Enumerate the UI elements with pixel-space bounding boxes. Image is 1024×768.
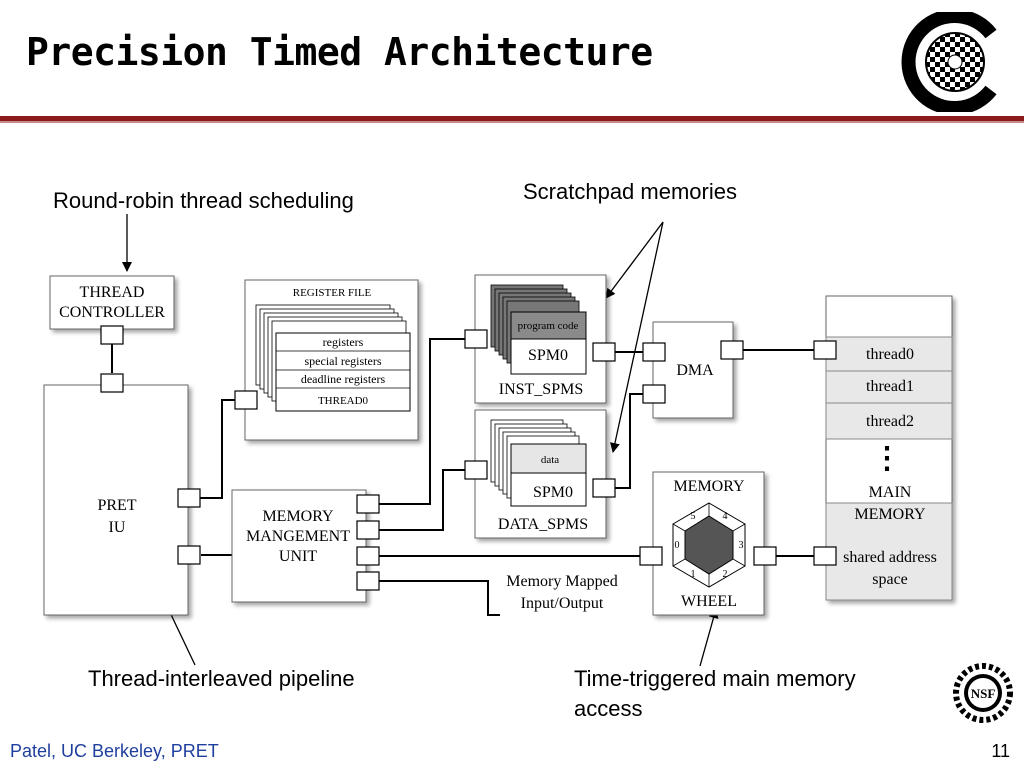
register-file-block: REGISTER FILE registers special register… bbox=[234, 279, 419, 441]
main-memory-block: thread0 thread1 thread2 ⋮ MAIN MEMORY sh… bbox=[813, 295, 953, 601]
svg-text:1: 1 bbox=[691, 569, 696, 580]
svg-text:thread1: thread1 bbox=[866, 378, 914, 395]
svg-text:MEMORY: MEMORY bbox=[262, 508, 334, 525]
svg-text:2: 2 bbox=[723, 569, 728, 580]
inst-spms-block: program code SPM0 INST_SPMS bbox=[464, 274, 616, 404]
svg-text:thread2: thread2 bbox=[866, 413, 914, 430]
svg-text:MANGEMENT: MANGEMENT bbox=[246, 528, 350, 545]
svg-text:Input/Output: Input/Output bbox=[521, 595, 604, 612]
svg-text:THREAD0: THREAD0 bbox=[318, 395, 369, 407]
svg-text:DMA: DMA bbox=[676, 362, 714, 379]
svg-text:INST_SPMS: INST_SPMS bbox=[499, 381, 583, 398]
svg-text:⋮: ⋮ bbox=[872, 442, 902, 475]
svg-text:5: 5 bbox=[691, 511, 696, 522]
svg-text:shared address: shared address bbox=[843, 549, 937, 566]
svg-text:0: 0 bbox=[675, 540, 680, 551]
title-divider-accent bbox=[0, 121, 1024, 123]
svg-text:THREAD: THREAD bbox=[80, 284, 145, 301]
footer-author: Patel, UC Berkeley, PRET bbox=[10, 741, 219, 761]
svg-text:4: 4 bbox=[723, 511, 728, 522]
callout-pipeline: Thread-interleaved pipeline bbox=[88, 666, 355, 691]
memory-wheel-block: MEMORY 0 1 2 3 4 5 WHEEL bbox=[639, 471, 777, 616]
dma-block: DMA bbox=[642, 321, 744, 419]
svg-text:space: space bbox=[872, 571, 908, 588]
svg-text:IU: IU bbox=[109, 519, 126, 536]
svg-text:UNIT: UNIT bbox=[279, 548, 317, 565]
nsf-logo-icon: NSF bbox=[953, 663, 1013, 723]
svg-text:MEMORY: MEMORY bbox=[673, 478, 745, 495]
svg-text:registers: registers bbox=[323, 335, 364, 349]
svg-text:MEMORY: MEMORY bbox=[854, 506, 926, 523]
pret-iu-block: PRET IU bbox=[43, 373, 201, 616]
svg-text:data: data bbox=[541, 454, 559, 466]
svg-text:deadline registers: deadline registers bbox=[301, 372, 386, 386]
memory-mapped-io-label: Memory Mapped Input/Output bbox=[506, 573, 618, 612]
svg-text:SPM0: SPM0 bbox=[528, 347, 568, 364]
callout-arrows bbox=[122, 214, 719, 667]
svg-text:SPM0: SPM0 bbox=[533, 484, 573, 501]
memory-management-unit-block: MEMORY MANGEMENT UNIT bbox=[231, 489, 380, 603]
connection-lines bbox=[111, 336, 814, 616]
page-number: 11 bbox=[991, 741, 1010, 761]
svg-text:PRET: PRET bbox=[97, 497, 136, 514]
callout-round-robin: Round-robin thread scheduling bbox=[53, 188, 354, 213]
svg-text:special registers: special registers bbox=[305, 354, 382, 368]
slide-title: Precision Timed Architecture bbox=[26, 30, 653, 74]
svg-text:Memory Mapped: Memory Mapped bbox=[506, 573, 618, 590]
svg-text:CONTROLLER: CONTROLLER bbox=[59, 304, 165, 321]
svg-text:program code: program code bbox=[518, 320, 579, 332]
data-spms-block: data SPM0 DATA_SPMS bbox=[464, 409, 616, 539]
title-divider bbox=[0, 116, 1024, 121]
callout-scratchpad: Scratchpad memories bbox=[523, 179, 737, 204]
svg-text:thread0: thread0 bbox=[866, 346, 914, 363]
berkeley-logo-icon bbox=[901, 12, 997, 112]
svg-text:WHEEL: WHEEL bbox=[681, 593, 737, 610]
svg-text:NSF: NSF bbox=[971, 686, 996, 701]
thread-controller-block: THREAD CONTROLLER bbox=[49, 275, 175, 345]
svg-text:DATA_SPMS: DATA_SPMS bbox=[498, 516, 588, 533]
svg-text:REGISTER FILE: REGISTER FILE bbox=[293, 287, 372, 299]
callout-time-triggered: Time-triggered main memory access bbox=[574, 666, 856, 721]
svg-text:MAIN: MAIN bbox=[869, 484, 912, 501]
svg-text:3: 3 bbox=[739, 540, 744, 551]
